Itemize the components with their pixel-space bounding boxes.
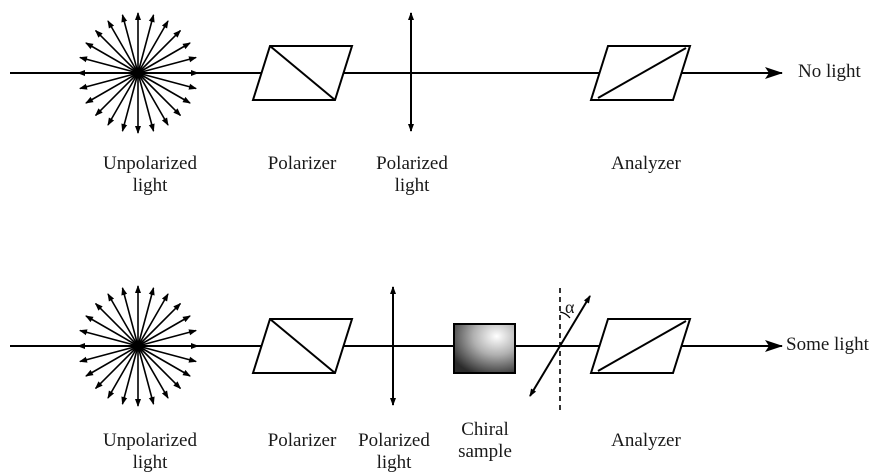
ray-arrow	[137, 72, 191, 104]
ray-arrow	[121, 72, 139, 132]
ray-arrow	[85, 42, 139, 74]
ray-arrow	[137, 302, 182, 347]
ray-arrow	[107, 20, 139, 74]
ray-arrow	[79, 345, 139, 363]
label-output: Some light	[786, 334, 869, 355]
ray-arrow	[121, 345, 139, 405]
row-1	[10, 12, 783, 134]
label-chiral-sample: Chiral sample	[458, 419, 512, 462]
angle-arc	[559, 311, 571, 319]
polarizer-diagonal	[269, 45, 336, 101]
label-unpolarized-light: Unpolarized light	[103, 430, 197, 473]
unpolarized-light-burst	[77, 285, 199, 407]
burst-center	[135, 70, 141, 76]
rotated-light-arrow	[559, 295, 591, 347]
ray-arrow	[137, 345, 155, 405]
unpolarized-light-burst	[77, 12, 199, 134]
ray-arrow	[137, 29, 182, 74]
ray-arrow	[137, 345, 197, 363]
ray-arrow	[121, 14, 139, 74]
ray-arrow	[94, 29, 139, 74]
ray-arrow	[137, 72, 155, 132]
row-2	[10, 285, 783, 410]
label-polarizer: Polarizer	[267, 153, 337, 174]
ray-arrow	[137, 72, 197, 90]
label-output: No light	[798, 61, 861, 82]
ray-arrow	[137, 20, 169, 74]
label-polarizer: Polarizer	[267, 430, 337, 451]
ray-arrow	[107, 345, 139, 399]
ray-arrow	[137, 42, 191, 74]
ray-arrow	[107, 293, 139, 347]
label-analyzer: Analyzer	[611, 153, 681, 174]
ray-arrow	[137, 329, 197, 347]
ray-arrow	[137, 345, 182, 390]
burst-center	[135, 343, 141, 349]
ray-arrow	[107, 72, 139, 126]
analyzer-diagonal	[597, 47, 687, 99]
polarizer-diagonal	[269, 318, 336, 374]
ray-arrow	[137, 315, 191, 347]
ray-arrow	[121, 287, 139, 347]
ray-arrow	[94, 345, 139, 390]
ray-arrow	[79, 329, 139, 347]
ray-arrow	[137, 56, 197, 74]
label-polarized-light: Polarized light	[358, 430, 430, 473]
label-angle-alpha: α	[565, 297, 575, 317]
ray-arrow	[137, 293, 169, 347]
ray-arrow	[137, 287, 155, 347]
ray-arrow	[79, 72, 139, 90]
label-analyzer: Analyzer	[611, 430, 681, 451]
ray-arrow	[94, 72, 139, 117]
ray-arrow	[137, 72, 169, 126]
ray-arrow	[137, 72, 182, 117]
chiral-sample	[453, 323, 516, 374]
ray-arrow	[94, 302, 139, 347]
ray-arrow	[137, 345, 191, 377]
analyzer-diagonal	[597, 320, 687, 372]
ray-arrow	[137, 345, 169, 399]
ray-arrow	[85, 315, 139, 347]
ray-arrow	[79, 56, 139, 74]
ray-arrow	[85, 72, 139, 104]
ray-arrow	[137, 14, 155, 74]
ray-arrow	[85, 345, 139, 377]
label-unpolarized-light: Unpolarized light	[103, 153, 197, 196]
label-polarized-light: Polarized light	[376, 153, 448, 196]
rotated-light-arrow-down	[529, 345, 561, 397]
